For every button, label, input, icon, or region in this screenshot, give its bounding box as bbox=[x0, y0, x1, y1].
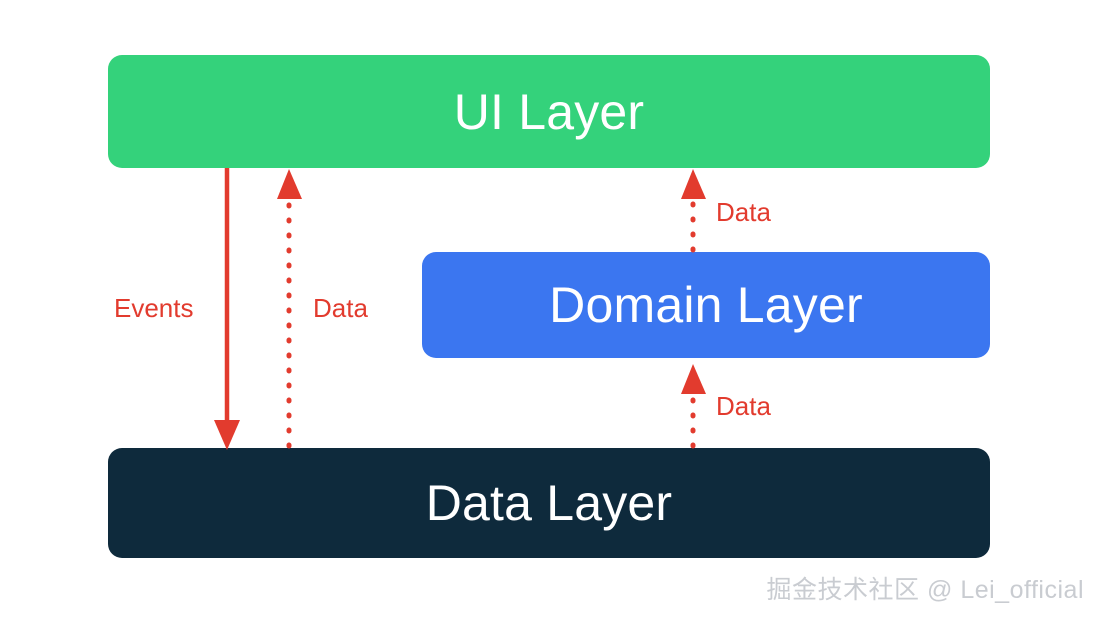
data-bottom-right-arrow-head bbox=[681, 364, 706, 394]
data-left-arrow-head bbox=[277, 169, 302, 199]
ui-layer-label: UI Layer bbox=[453, 83, 645, 140]
watermark: 掘金技术社区 @ Lei_official bbox=[766, 576, 1084, 604]
domain-layer-label: Domain Layer bbox=[549, 277, 863, 333]
ui-layer-box: UI Layer bbox=[108, 55, 990, 168]
edge-label-events: Events bbox=[114, 293, 194, 323]
events-arrow-head bbox=[214, 420, 240, 450]
edge-label-data-left: Data bbox=[313, 293, 368, 323]
domain-layer-box: Domain Layer bbox=[422, 252, 990, 358]
data-arrow-data-to-ui bbox=[277, 169, 302, 449]
data-layer-label: Data Layer bbox=[425, 475, 673, 531]
data-top-right-arrow-head bbox=[681, 169, 706, 199]
data-layer-box: Data Layer bbox=[108, 448, 990, 558]
edge-label-data-domain-to-ui: Data bbox=[716, 197, 771, 227]
events-arrow-ui-to-data bbox=[214, 168, 240, 450]
edge-label-data-data-to-domain: Data bbox=[716, 391, 771, 421]
data-arrow-data-to-domain bbox=[681, 364, 706, 449]
data-arrow-domain-to-ui bbox=[681, 169, 706, 253]
